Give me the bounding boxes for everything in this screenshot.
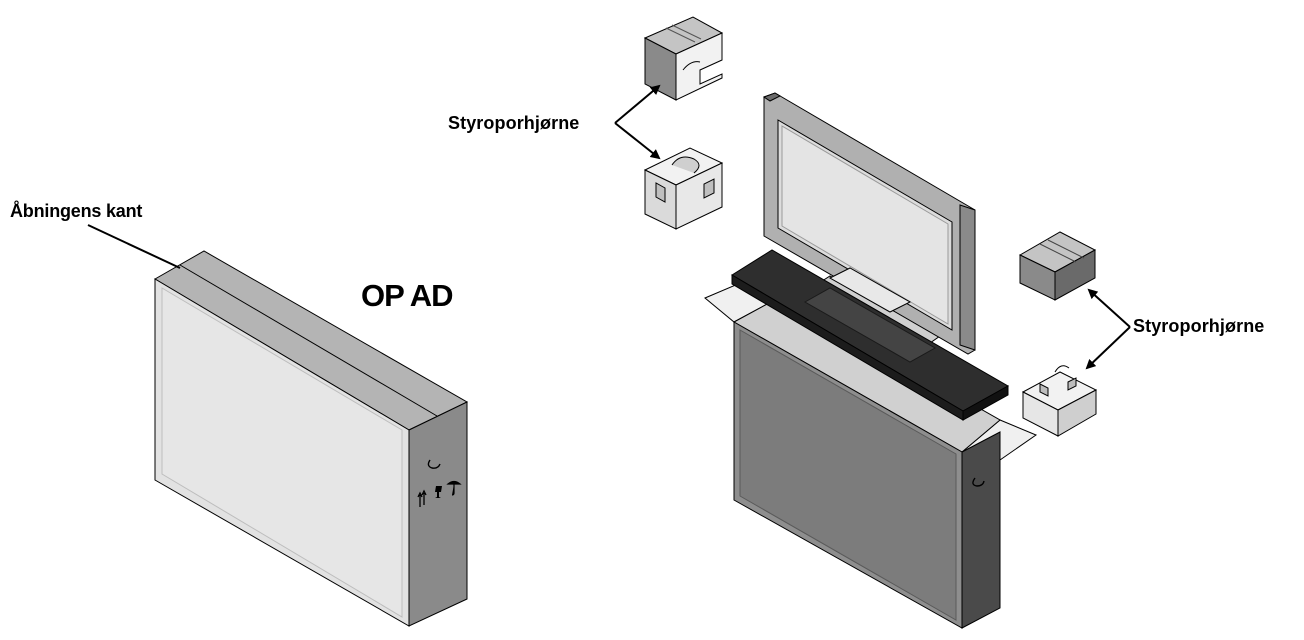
carton-top-seam (179, 264, 438, 417)
styrofoam-corner-top (643, 16, 724, 101)
fragile-glass-icon (435, 486, 442, 498)
this-way-up-label: OP AD (361, 278, 453, 313)
styrofoam-corners-label-right: Styroporhjørne (1133, 316, 1265, 336)
corner-pointer-right-up (1087, 288, 1131, 328)
carton-side-face (408, 401, 468, 627)
styrofoam-corners-label-left: Styroporhjørne (448, 113, 580, 133)
carton-side-face (961, 431, 1001, 629)
opened-carton (704, 277, 1038, 629)
this-side-up-arrows-icon (417, 489, 427, 507)
hook-icon (972, 477, 985, 487)
corner-pointer-up (614, 84, 661, 124)
corner-pointer-right-down (1085, 326, 1131, 370)
opening-edge-pointer (87, 224, 181, 269)
tv-stand-board (731, 249, 1010, 421)
hook-icon (427, 459, 441, 469)
carton-front-panel (161, 287, 403, 618)
closed-carton (154, 250, 469, 627)
corner-pointer-down (614, 122, 661, 160)
styrofoam-corner-bottom (643, 147, 724, 230)
styrofoam-corner-lower-right (1021, 365, 1098, 437)
keep-dry-umbrella-icon (446, 480, 462, 496)
styrofoam-corner-upper-right (1018, 231, 1097, 301)
opening-edge-label: Åbningens kant (10, 201, 143, 221)
